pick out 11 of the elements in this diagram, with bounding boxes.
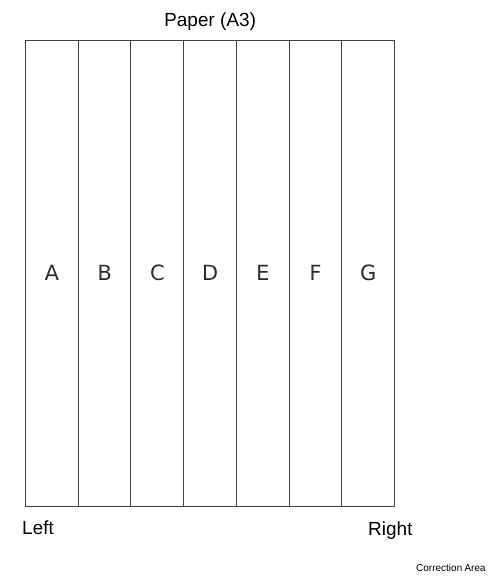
column-letter: A (44, 260, 60, 287)
column-letter: F (309, 260, 322, 287)
column-letter: E (256, 260, 270, 287)
column-letter: C (150, 260, 165, 287)
side-label: Left (22, 517, 54, 541)
column-letter: G (360, 260, 376, 287)
paper-title: Paper (A3) (164, 9, 256, 33)
side-label: Right (368, 518, 412, 542)
area-label: Correction Area (416, 562, 486, 576)
column-letter: D (202, 260, 218, 287)
column-letter: B (97, 260, 112, 287)
